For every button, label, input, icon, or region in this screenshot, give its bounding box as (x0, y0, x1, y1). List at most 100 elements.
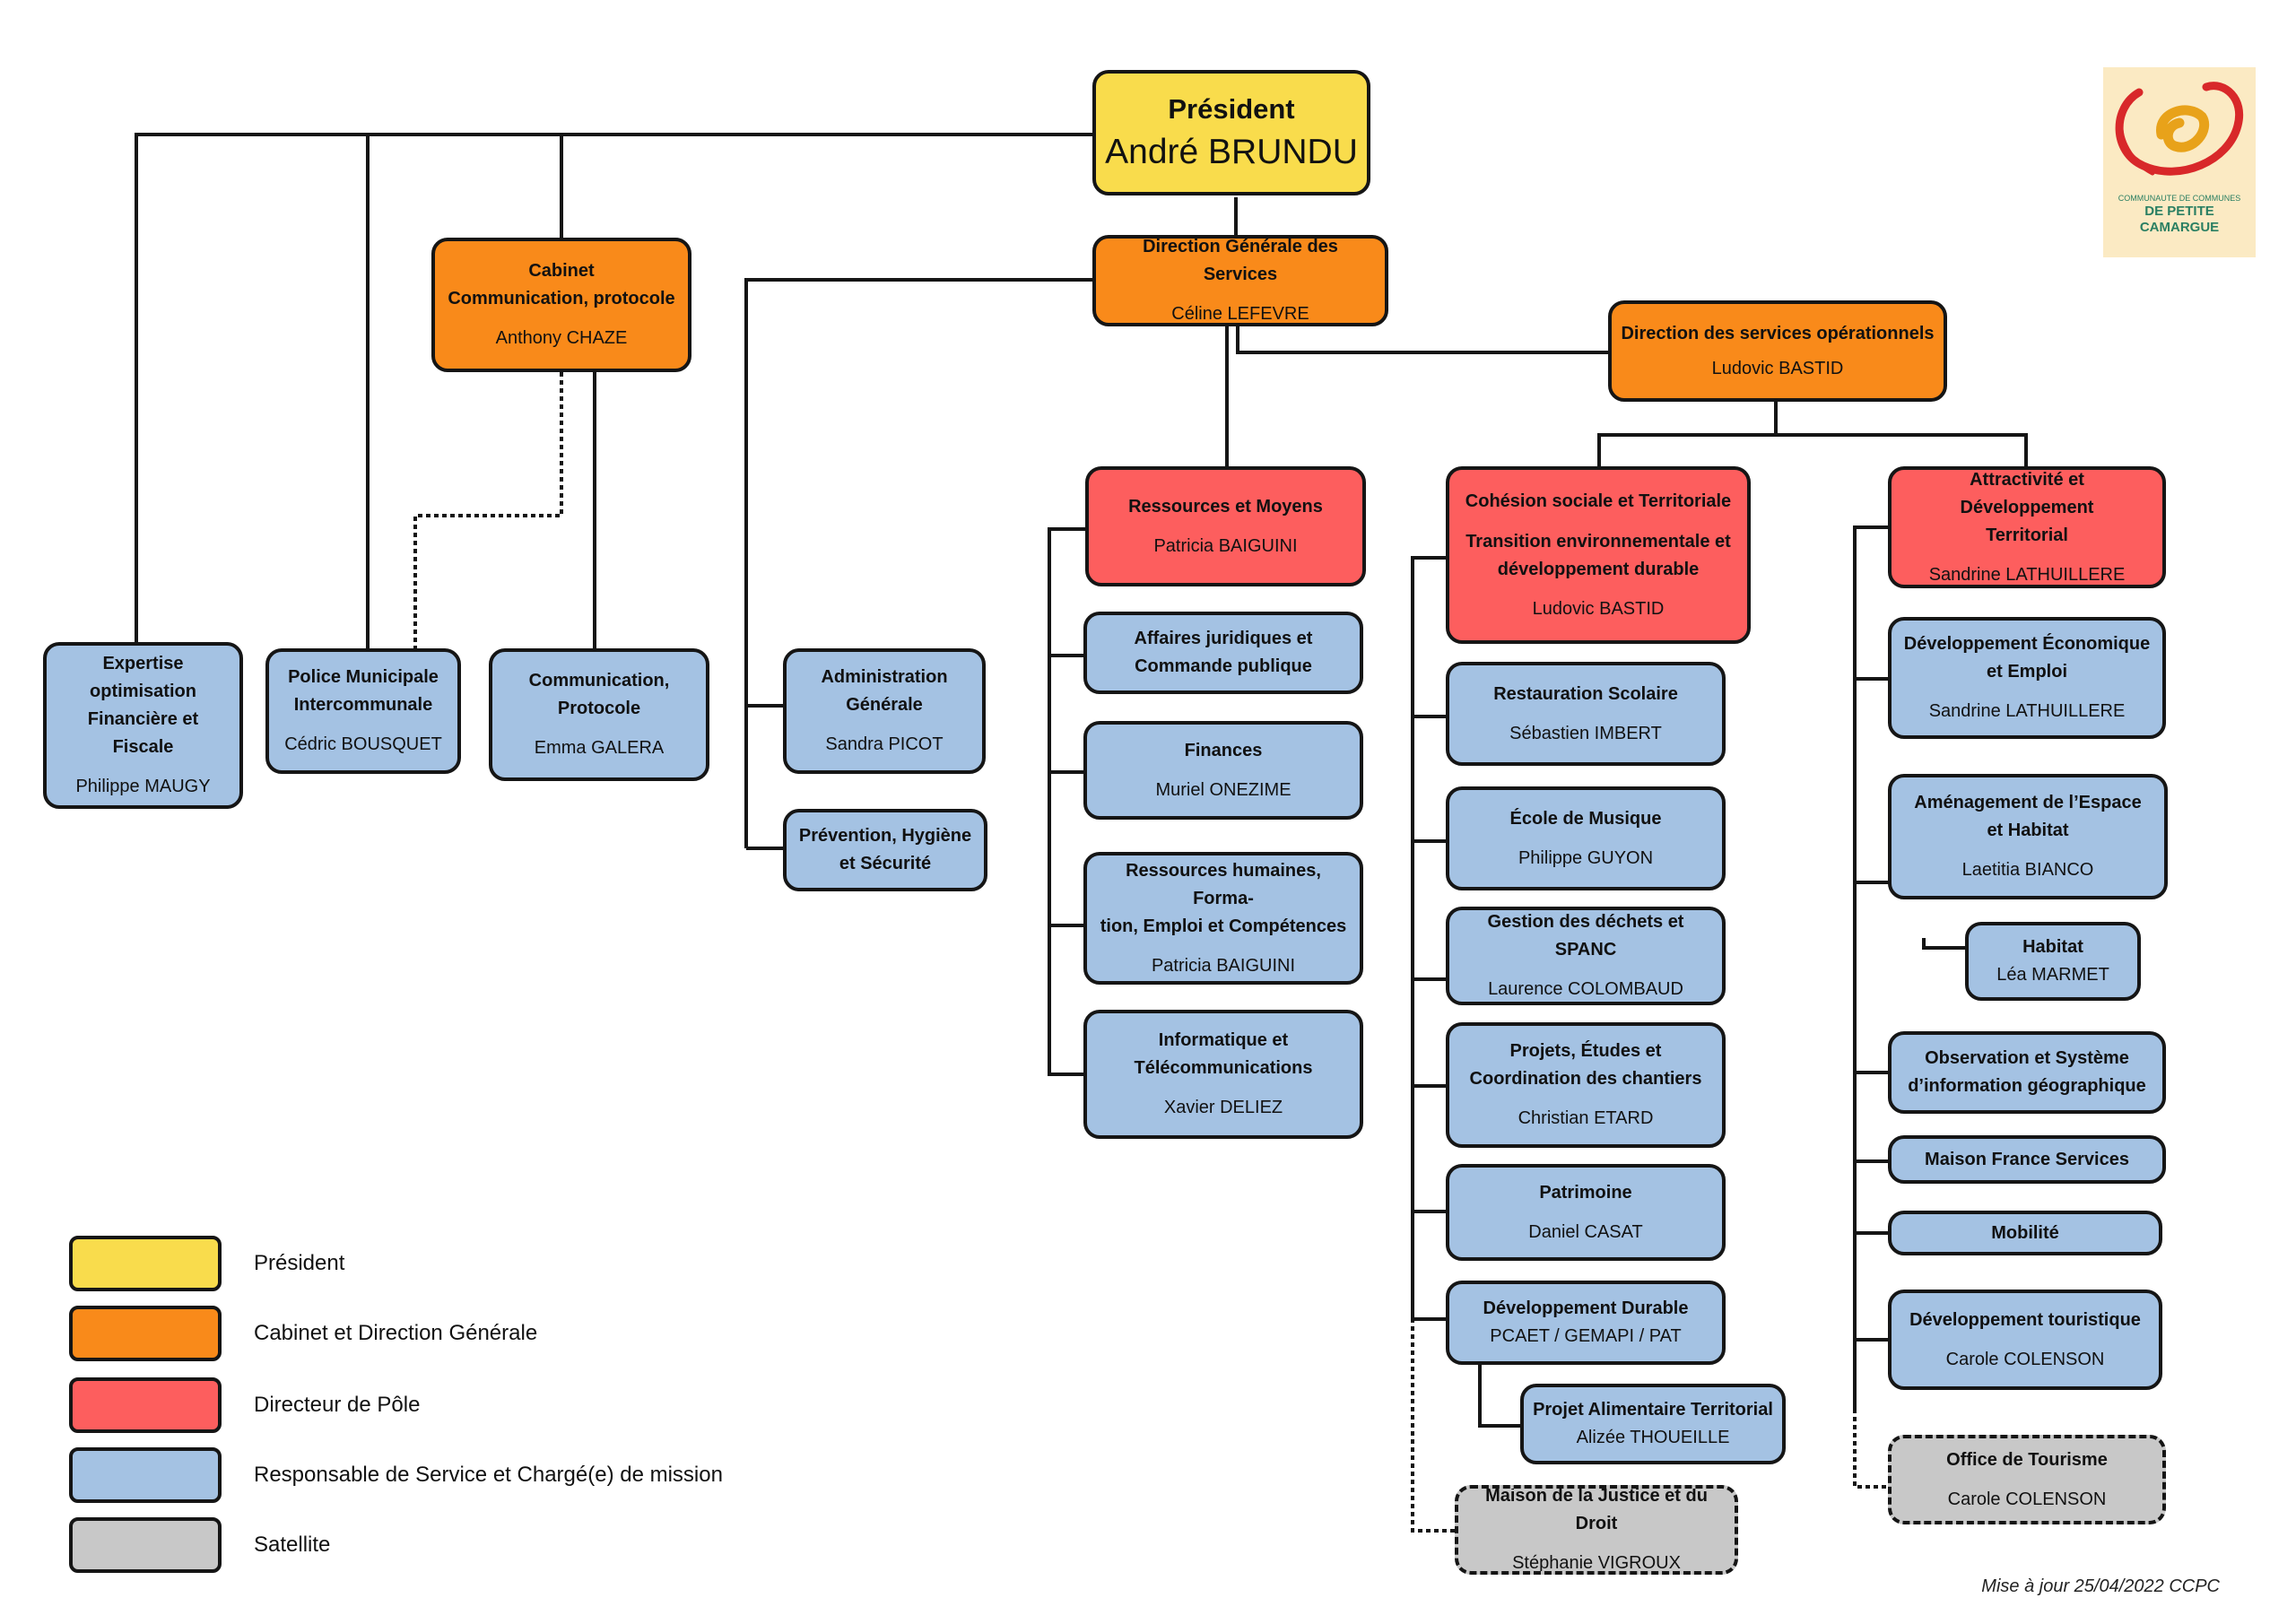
ccpc-logo-mark (2115, 82, 2244, 176)
projets-box: Projets, Études et Coordination des chan… (1446, 1022, 1726, 1148)
expertise-line3: Financière et Fiscale (87, 709, 199, 757)
president-name: André BRUNDU (1105, 133, 1358, 171)
legend-swatch-president (69, 1236, 222, 1291)
justice-box: Maison de la Justice et du Droit Stéphan… (1455, 1485, 1738, 1575)
ccpc-logo: COMMUNAUTE DE COMMUNES DE PETITE CAMARGU… (2103, 67, 2256, 257)
cohesion-box: Cohésion sociale et Territoriale Transit… (1446, 466, 1751, 644)
mobilite-box: Mobilité (1888, 1211, 2162, 1255)
office-name: Carole COLENSON (1947, 1489, 2107, 1509)
affaires-line1: Affaires juridiques et (1134, 629, 1313, 648)
deveco-name: Sandrine LATHUILLERE (1928, 701, 2126, 721)
informatique-line2: Télécommunications (1134, 1058, 1313, 1078)
amenagement-line1: Aménagement de l’Espace (1914, 793, 2142, 812)
affaires-line2: Commande publique (1135, 656, 1312, 676)
administration-box: Administration Générale Sandra PICOT (783, 648, 986, 774)
alimentaire-title: Projet Alimentaire Territorial (1533, 1400, 1773, 1420)
maisonfs-box: Maison France Services (1888, 1135, 2166, 1184)
musique-title: École de Musique (1509, 808, 1662, 829)
dechets-box: Gestion des déchets et SPANC Laurence CO… (1446, 907, 1726, 1005)
projets-line2: Coordination des chantiers (1469, 1069, 1702, 1089)
legend-label-responsable: Responsable de Service et Chargé(e) de m… (254, 1463, 723, 1487)
office-title: Office de Tourisme (1946, 1449, 2108, 1470)
rh-line2: tion, Emploi et Compétences (1100, 916, 1347, 936)
cohesion-line3: développement durable (1497, 559, 1700, 579)
restauration-name: Sébastien IMBERT (1509, 723, 1662, 743)
finances-name: Muriel ONEZIME (1155, 779, 1292, 800)
prevention-box: Prévention, Hygiène et Sécurité (783, 809, 987, 891)
tourisme-box: Développement touristique Carole COLENSO… (1888, 1290, 2162, 1390)
dso-title: Direction des services opérationnels (1621, 323, 1935, 343)
police-line2: Intercommunale (293, 695, 433, 715)
expertise-line1: Expertise (102, 654, 184, 673)
expertise-line2: optimisation (90, 682, 196, 701)
communication-name: Emma GALERA (534, 738, 665, 758)
maisonfs-title: Maison France Services (1925, 1149, 2129, 1169)
president-box: Président André BRUNDU (1092, 70, 1370, 195)
finances-box: Finances Muriel ONEZIME (1083, 721, 1363, 820)
patrimoine-name: Daniel CASAT (1528, 1221, 1643, 1242)
police-name: Cédric BOUSQUET (284, 734, 442, 754)
rh-name: Patricia BAIGUINI (1151, 955, 1296, 976)
legend-label-directeur: Directeur de Pôle (254, 1393, 421, 1417)
president-title: Président (1168, 93, 1295, 125)
habitat-title: Habitat (2022, 937, 2083, 957)
legend-swatch-cabinet (69, 1306, 222, 1361)
ressources-name: Patricia BAIGUINI (1153, 535, 1298, 556)
musique-name: Philippe GUYON (1518, 847, 1654, 868)
dgs-box: Direction Générale des Services Céline L… (1092, 235, 1388, 326)
cabinet-name: Anthony CHAZE (495, 328, 628, 348)
update-note: Mise à jour 25/04/2022 CCPC (1981, 1576, 2220, 1596)
legend-label-cabinet: Cabinet et Direction Générale (254, 1321, 538, 1345)
habitat-box: Habitat Léa MARMET (1965, 922, 2141, 1001)
office-box: Office de Tourisme Carole COLENSON (1888, 1435, 2166, 1524)
administration-line1: Administration (821, 667, 948, 687)
observation-line1: Observation et Système (1925, 1048, 2129, 1068)
amenagement-name: Laetitia BIANCO (1961, 860, 2094, 880)
dechets-name: Laurence COLOMBAUD (1488, 979, 1683, 999)
finances-title: Finances (1184, 740, 1263, 760)
patrimoine-title: Patrimoine (1539, 1182, 1632, 1203)
legend-label-president: Président (254, 1251, 345, 1275)
logo-line1: COMMUNAUTE DE COMMUNES (2118, 194, 2241, 203)
justice-name: Stéphanie VIGROUX (1512, 1553, 1681, 1573)
restauration-box: Restauration Scolaire Sébastien IMBERT (1446, 662, 1726, 766)
cabinet-title: Cabinet (528, 261, 595, 281)
mobilite-title: Mobilité (1991, 1222, 2059, 1243)
cohesion-name: Ludovic BASTID (1532, 598, 1665, 619)
expertise-name: Philippe MAUGY (75, 777, 211, 796)
alimentaire-name: Alizée THOUEILLE (1576, 1428, 1730, 1447)
alimentaire-box: Projet Alimentaire Territorial Alizée TH… (1520, 1384, 1786, 1464)
logo-line3: CAMARGUE (2139, 220, 2220, 235)
projets-line1: Projets, Études et (1509, 1041, 1662, 1061)
dechets-title: Gestion des déchets et SPANC (1487, 912, 1684, 960)
amenagement-line2: et Habitat (1987, 821, 2069, 840)
cabinet-box: Cabinet Communication, protocole Anthony… (431, 238, 691, 372)
administration-line2: Générale (846, 695, 923, 715)
legend-swatch-responsable (69, 1447, 222, 1503)
devdurable-line2: PCAET / GEMAPI / PAT (1490, 1326, 1682, 1346)
logo-line2: DE PETITE (2144, 204, 2214, 219)
cohesion-line2: Transition environnementale et (1465, 531, 1731, 551)
prevention-line2: et Sécurité (839, 854, 932, 873)
attractivite-line1: Attractivité et Développement (1960, 469, 2094, 517)
cohesion-line1: Cohésion sociale et Territoriale (1465, 491, 1732, 511)
rh-box: Ressources humaines, Forma- tion, Emploi… (1083, 852, 1363, 985)
ressources-title: Ressources et Moyens (1128, 496, 1323, 517)
legend-swatch-satellite (69, 1517, 222, 1573)
dso-box: Direction des services opérationnels Lud… (1608, 300, 1947, 402)
restauration-title: Restauration Scolaire (1493, 683, 1678, 704)
communication-line1: Communication, (528, 671, 670, 690)
attractivite-line2: Territorial (1986, 525, 2068, 545)
communication-line2: Protocole (557, 699, 641, 718)
police-box: Police Municipale Intercommunale Cédric … (265, 648, 461, 774)
projets-name: Christian ETARD (1518, 1108, 1654, 1128)
patrimoine-box: Patrimoine Daniel CASAT (1446, 1164, 1726, 1261)
informatique-box: Informatique et Télécommunications Xavie… (1083, 1010, 1363, 1139)
devdurable-box: Développement Durable PCAET / GEMAPI / P… (1446, 1281, 1726, 1365)
deveco-line2: et Emploi (1986, 662, 2067, 682)
dso-name: Ludovic BASTID (1711, 358, 1844, 378)
expertise-box: Expertise optimisation Financière et Fis… (43, 642, 243, 809)
communication-box: Communication, Protocole Emma GALERA (489, 648, 709, 781)
cabinet-subtitle: Communication, protocole (448, 289, 675, 308)
